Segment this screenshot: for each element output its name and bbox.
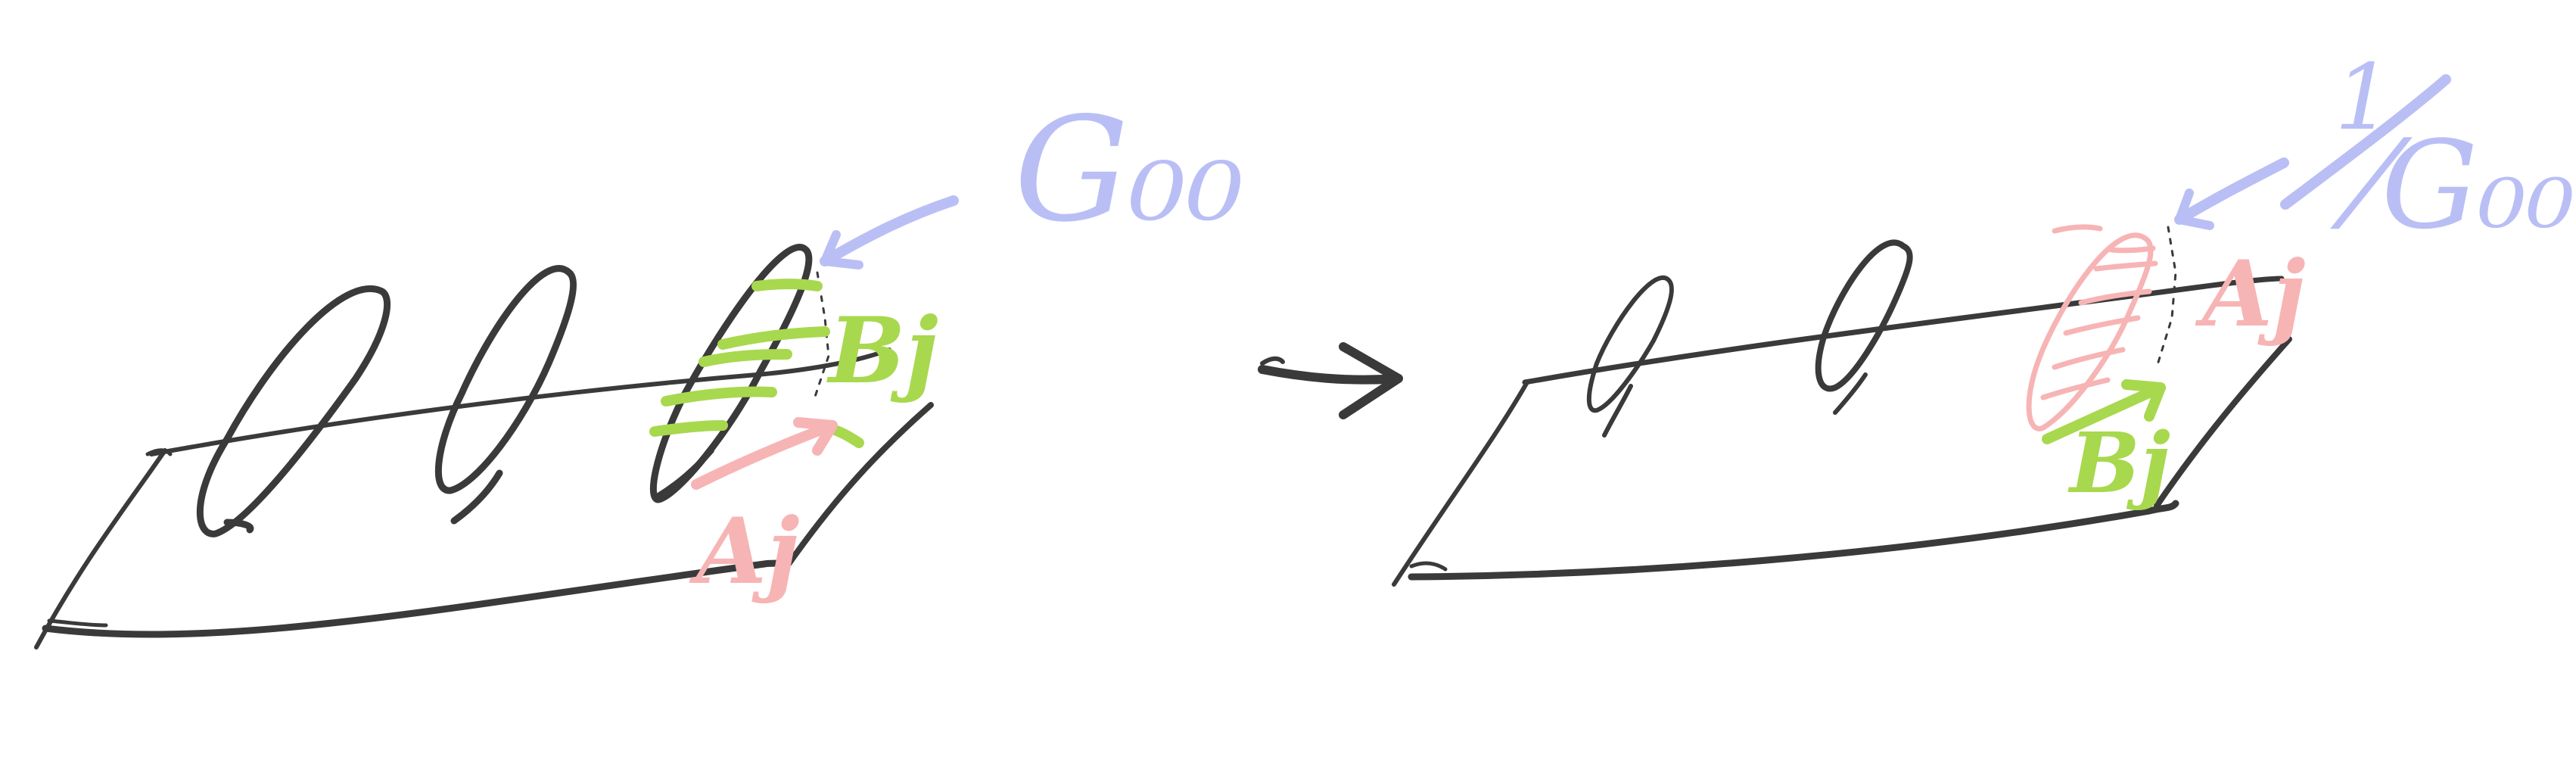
right-green-arrowhead bbox=[2121, 379, 2166, 422]
left-slab-right-edge bbox=[784, 402, 934, 569]
transition-arrow-tick bbox=[1260, 356, 1285, 366]
left-green-stroke-2 bbox=[717, 326, 830, 350]
left-label-g00: G₀₀ bbox=[1014, 86, 1244, 254]
left-green-stroke-1 bbox=[751, 279, 823, 291]
left-pink-arrow bbox=[691, 417, 838, 490]
right-slab-corner-tick bbox=[1409, 561, 1448, 572]
left-blue-arrow-shaft bbox=[820, 195, 959, 266]
left-diagram: G₀₀ Bj Aj bbox=[34, 86, 1244, 650]
right-blue-slash bbox=[2280, 74, 2451, 210]
left-slab-corner-tick bbox=[47, 618, 108, 628]
left-oval-2 bbox=[434, 265, 577, 494]
right-label-aj: Aj bbox=[2195, 241, 2306, 347]
right-pink-hatch-6 bbox=[2040, 377, 2111, 400]
right-blue-arrow bbox=[2174, 74, 2451, 230]
right-slab-left-edge bbox=[1392, 380, 1529, 587]
right-pink-hatch-2 bbox=[2093, 260, 2158, 272]
left-label-aj: Aj bbox=[689, 498, 800, 605]
right-diagram: 1 ⁄G₀₀ Aj Bj bbox=[1392, 45, 2575, 587]
right-pink-hatch-3 bbox=[2078, 288, 2152, 306]
left-green-stroke-4 bbox=[661, 386, 777, 407]
right-ovals bbox=[1586, 239, 1913, 438]
right-slab bbox=[1392, 276, 2292, 587]
right-pink-hatch-7 bbox=[2052, 224, 2103, 234]
left-pink-arrow-shaft bbox=[691, 420, 838, 490]
left-oval-1 bbox=[196, 285, 390, 537]
right-green-arrow-shaft bbox=[2042, 382, 2166, 444]
left-dotted-guide bbox=[812, 271, 830, 403]
left-blue-arrow bbox=[820, 195, 959, 269]
right-blue-arrowhead bbox=[2175, 188, 2214, 230]
right-oval-1-tail bbox=[1602, 384, 1633, 438]
right-pink-hatch-5 bbox=[2052, 347, 2126, 370]
left-slab bbox=[34, 347, 934, 650]
right-slab-right-edge bbox=[2154, 336, 2292, 509]
right-pink-hatch-4 bbox=[2063, 315, 2141, 336]
left-slab-left-edge bbox=[34, 448, 167, 650]
right-oval-2 bbox=[1815, 239, 1913, 392]
right-oval-2-tail bbox=[1833, 372, 1868, 415]
left-green-stroke-3 bbox=[698, 349, 792, 367]
left-ovals bbox=[196, 244, 813, 537]
left-oval-3-tail bbox=[655, 447, 714, 499]
left-slab-front-edge bbox=[42, 556, 795, 638]
right-green-arrow bbox=[2042, 379, 2166, 444]
transition-arrow-shaft bbox=[1258, 365, 1403, 385]
left-label-bj: Bj bbox=[826, 298, 938, 404]
left-oval-3 bbox=[649, 244, 813, 503]
transition-arrow bbox=[1258, 342, 1403, 419]
right-pink-hatched-oval bbox=[2026, 224, 2158, 431]
right-label-g00: ⁄G₀₀ bbox=[2329, 114, 2575, 256]
right-slab-front-edge bbox=[1408, 500, 2179, 581]
right-pink-hatch-1 bbox=[2108, 245, 2156, 254]
right-dotted-guide bbox=[2155, 226, 2177, 369]
left-oval-2-tail bbox=[450, 469, 503, 525]
left-slab-corner-tick-2 bbox=[145, 448, 173, 456]
left-green-stroke-5 bbox=[649, 420, 728, 437]
right-blue-arrow-shaft bbox=[2174, 157, 2289, 225]
left-green-hatching bbox=[649, 279, 864, 448]
right-oval-1 bbox=[1586, 276, 1674, 413]
transition-arrowhead bbox=[1339, 342, 1403, 419]
left-slab-back-edge bbox=[149, 347, 891, 456]
left-oval-1-tail bbox=[223, 519, 254, 534]
right-slab-back-edge bbox=[1522, 276, 2285, 385]
right-label-one: 1 bbox=[2335, 45, 2392, 151]
right-label-bj: Bj bbox=[2067, 414, 2170, 512]
left-pink-arrowhead bbox=[793, 417, 838, 456]
left-blue-arrowhead bbox=[820, 230, 863, 269]
